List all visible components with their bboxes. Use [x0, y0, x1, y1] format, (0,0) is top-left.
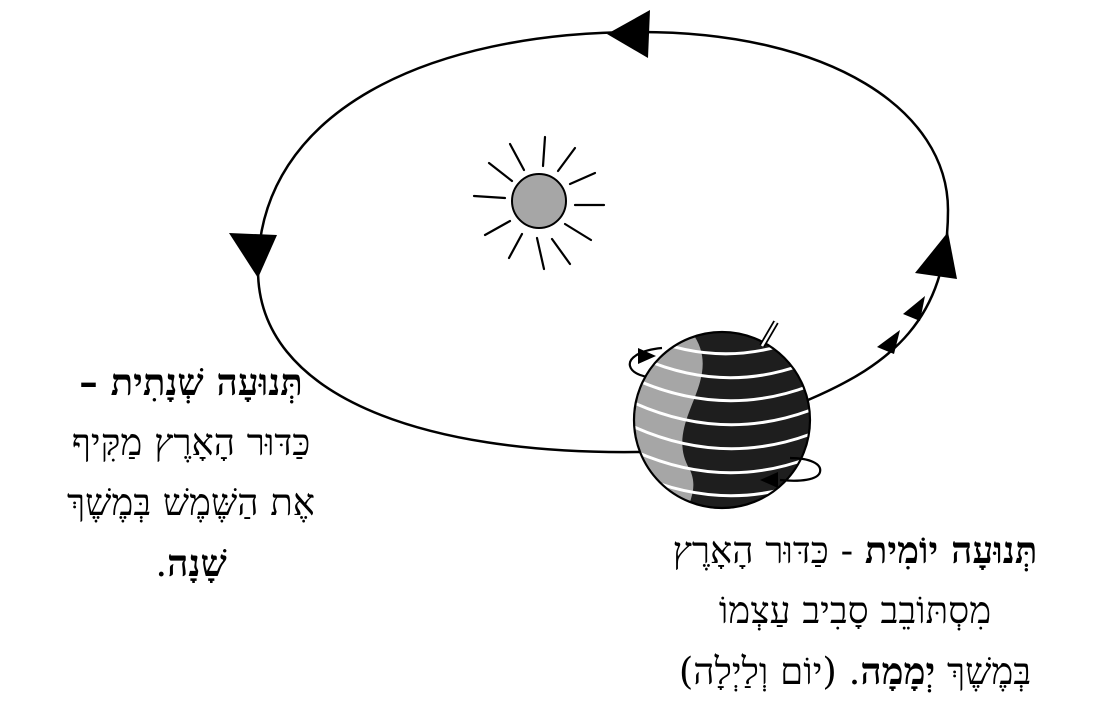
- earth: [612, 320, 850, 518]
- orbit-arrow-left: [229, 233, 277, 278]
- annual-motion-title: תְּנוּעָה שְׁנָתִית –: [0, 352, 382, 413]
- annual-motion-line3: אֶת הַשֶּׁמֶשׁ בְּמֶשֶׁךְ: [0, 473, 382, 533]
- orbit-arrow-right: [915, 232, 957, 279]
- annual-motion-line2: כַּדּוּר הָאָרֶץ מַקִּיף: [0, 413, 382, 473]
- daily-motion-line2: מִסְתּוֹבֵב סָבִיב עַצְמוֹ: [620, 581, 1090, 641]
- sun: [474, 137, 604, 269]
- daily-motion-caption: תְּנוּעָה יוֹמִית - כַּדּוּר הָאָרֶץ מִס…: [620, 520, 1090, 702]
- daily-motion-line1: תְּנוּעָה יוֹמִית - כַּדּוּר הָאָרֶץ: [620, 520, 1090, 581]
- annual-motion-caption: תְּנוּעָה שְׁנָתִית – כַּדּוּר הָאָרֶץ מ…: [0, 352, 382, 594]
- daily-motion-line3: בְּמֶשֶׁךְ יְמָמָה. (יוֹם וְלַיְלָה): [620, 641, 1090, 702]
- sun-disc: [512, 174, 566, 228]
- orbit-arrow-top: [607, 10, 650, 58]
- annual-motion-line4: שָׁנָה.: [0, 533, 382, 594]
- orbit-arrow-small-2: [877, 330, 900, 354]
- daily-motion-title: תְּנוּעָה יוֹמִית: [865, 528, 1038, 572]
